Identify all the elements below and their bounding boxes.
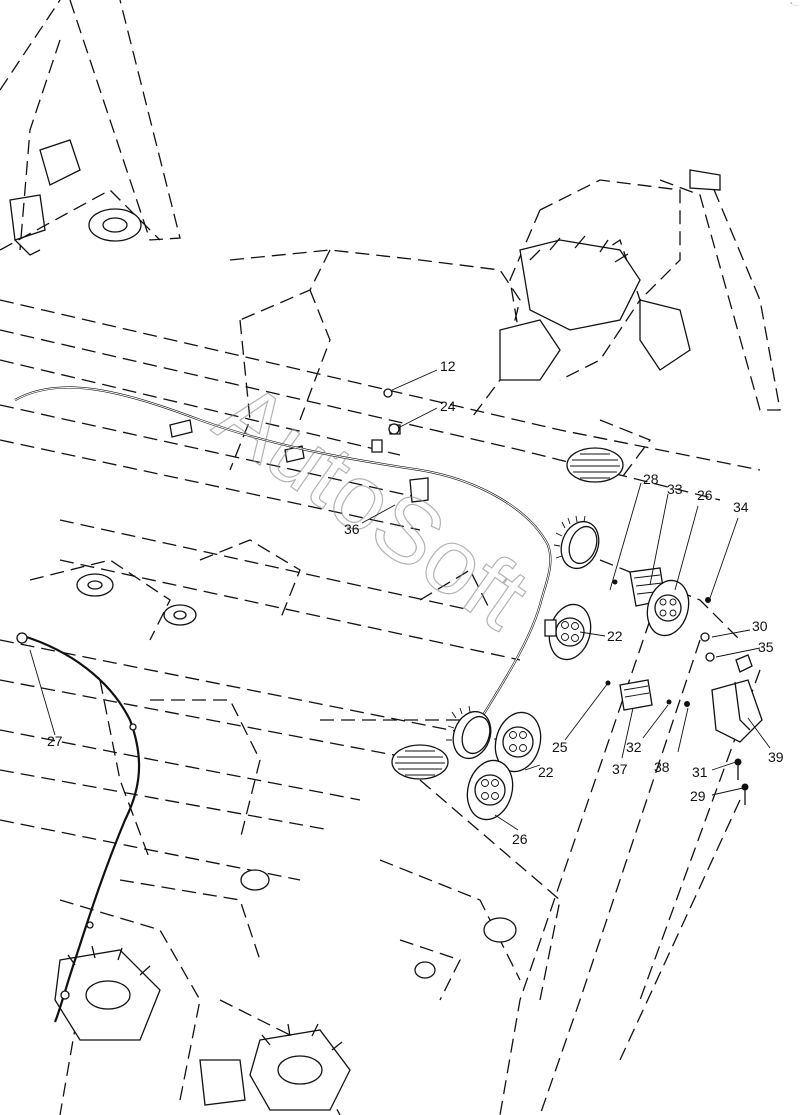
callout-labels: 12 24 36 28 33 26 34 30 35 22 25 37 32 3…: [47, 358, 784, 847]
connector-37: [619, 679, 653, 711]
callout-37: 37: [612, 761, 628, 777]
callout-31: 31: [692, 764, 708, 780]
drawn-parts: [9, 139, 721, 1111]
chassis-phantom-lines: [0, 0, 781, 1115]
callout-39: 39: [768, 749, 784, 765]
callout-26-upper: 26: [697, 487, 713, 503]
callout-34: 34: [733, 499, 749, 515]
lamp-22-upper: [544, 603, 592, 661]
grille-lower: [391, 744, 449, 780]
hub-lower-left: [54, 945, 161, 1041]
grille-upper: [566, 447, 624, 483]
hub-lower-right: [249, 1023, 351, 1111]
callout-26-lower: 26: [512, 831, 528, 847]
lower-lamp-ring: [446, 705, 492, 760]
corner-mark: °·…: [790, 2, 799, 8]
hardware: [388, 423, 749, 805]
callout-27: 27: [47, 733, 63, 749]
lamp-26-lower: [466, 759, 514, 821]
callout-12: 12: [440, 358, 456, 374]
callout-36: 36: [344, 521, 360, 537]
lamp-22-lower: [494, 711, 542, 773]
callout-32: 32: [626, 739, 642, 755]
callout-25: 25: [552, 739, 568, 755]
main-harness-cable: [14, 386, 552, 721]
callout-30: 30: [752, 618, 768, 634]
lamp-26-upper: [629, 567, 690, 637]
hub-upper-left: [9, 139, 142, 256]
callout-33: 33: [667, 481, 683, 497]
watermark: AutoSoft: [199, 363, 547, 649]
callout-22-upper: 22: [607, 628, 623, 644]
secondary-cable-27: [16, 632, 141, 1023]
leader-lines: [29, 369, 771, 831]
callout-24: 24: [440, 398, 456, 414]
callout-28: 28: [643, 471, 659, 487]
callout-38: 38: [654, 759, 670, 775]
upper-lamp-ring: [553, 515, 600, 570]
beacon-39: [711, 654, 763, 743]
hub-upper-right: [499, 169, 721, 381]
callout-29: 29: [690, 788, 706, 804]
callout-35: 35: [758, 639, 774, 655]
callout-22-lower: 22: [538, 764, 554, 780]
